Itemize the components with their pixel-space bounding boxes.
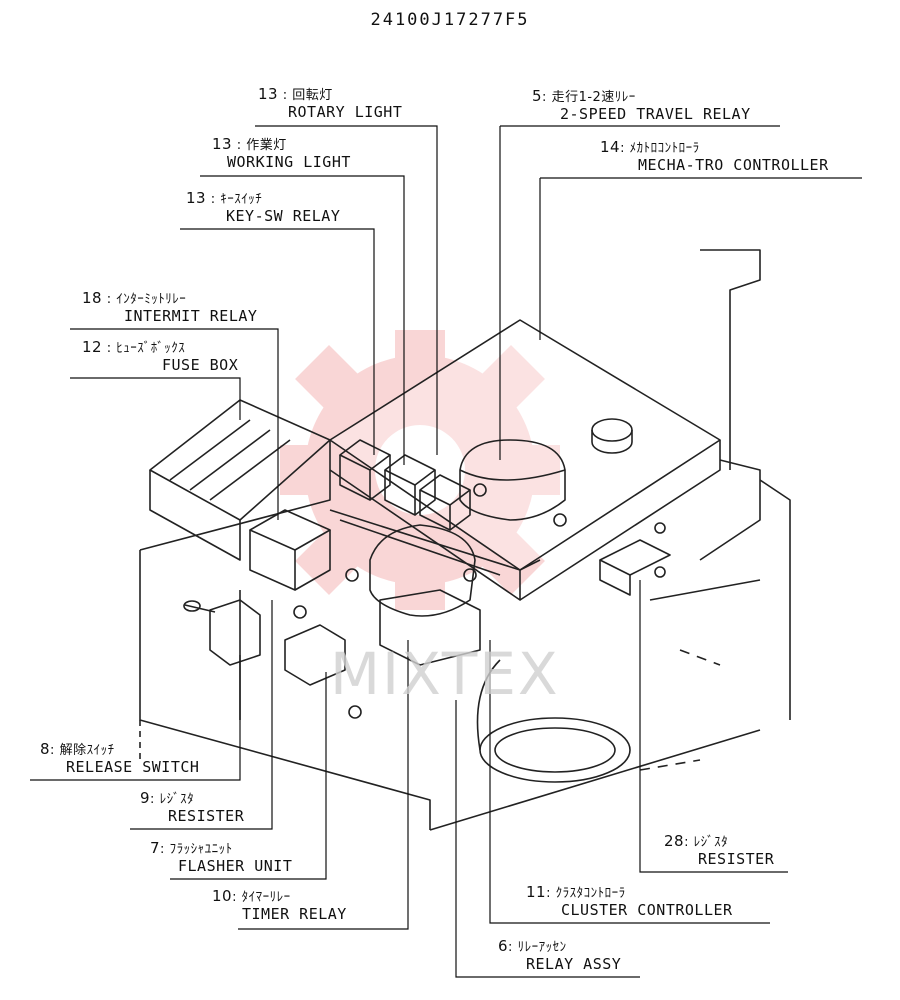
callout-cluster-controller: 11: ｸﾗｽﾀｺﾝﾄﾛｰﾗ CLUSTER CONTROLLER <box>526 883 733 919</box>
callout-timer-relay: 10: ﾀｲﾏｰﾘﾚｰ TIMER RELAY <box>212 887 347 923</box>
callout-flasher-unit: 7: ﾌﾗｯｼｬﾕﾆｯﾄ FLASHER UNIT <box>150 839 293 875</box>
callout-relay-assy: 6: ﾘﾚｰｱｯｾﾝ RELAY ASSY <box>498 937 622 973</box>
release-switch-shape <box>209 599 261 666</box>
fuse-box-shape <box>149 399 331 521</box>
callout-key-sw-relay: 13 : ｷｰｽｲｯﾁ KEY-SW RELAY <box>186 189 341 225</box>
callout-intermit-relay: 18 : ｲﾝﾀｰﾐｯﾄﾘﾚｰ INTERMIT RELAY <box>82 289 258 325</box>
callout-resister-9: 9: ﾚｼﾞｽﾀ RESISTER <box>140 789 245 825</box>
chassis-panel <box>139 470 331 551</box>
callout-release-switch: 8: 解除ｽｲｯﾁ RELEASE SWITCH <box>40 740 200 776</box>
watermark-text: MIXTEX <box>330 640 560 708</box>
callout-working-light: 13 : 作業灯 WORKING LIGHT <box>212 135 351 171</box>
timer-relay-shape <box>379 589 481 666</box>
callout-resister-28: 28: ﾚｼﾞｽﾀ RESISTER <box>664 832 775 868</box>
watermark-gear-icon <box>280 330 560 610</box>
callout-2-speed-travel-relay: 5: 走行1-2速ﾘﾚｰ 2-SPEED TRAVEL RELAY <box>532 87 751 123</box>
resister-28-shape <box>599 539 671 576</box>
callout-mecha-tro-controller: 14: ﾒｶﾄﾛｺﾝﾄﾛｰﾗ MECHA-TRO CONTROLLER <box>600 138 829 174</box>
callout-rotary-light: 13 : 回転灯 ROTARY LIGHT <box>258 85 403 121</box>
flasher-unit-shape <box>284 624 346 686</box>
callout-fuse-box: 12 : ﾋｭｰｽﾞﾎﾞｯｸｽ FUSE BOX <box>82 338 239 374</box>
drawing-code: 24100J17277F5 <box>370 10 530 30</box>
